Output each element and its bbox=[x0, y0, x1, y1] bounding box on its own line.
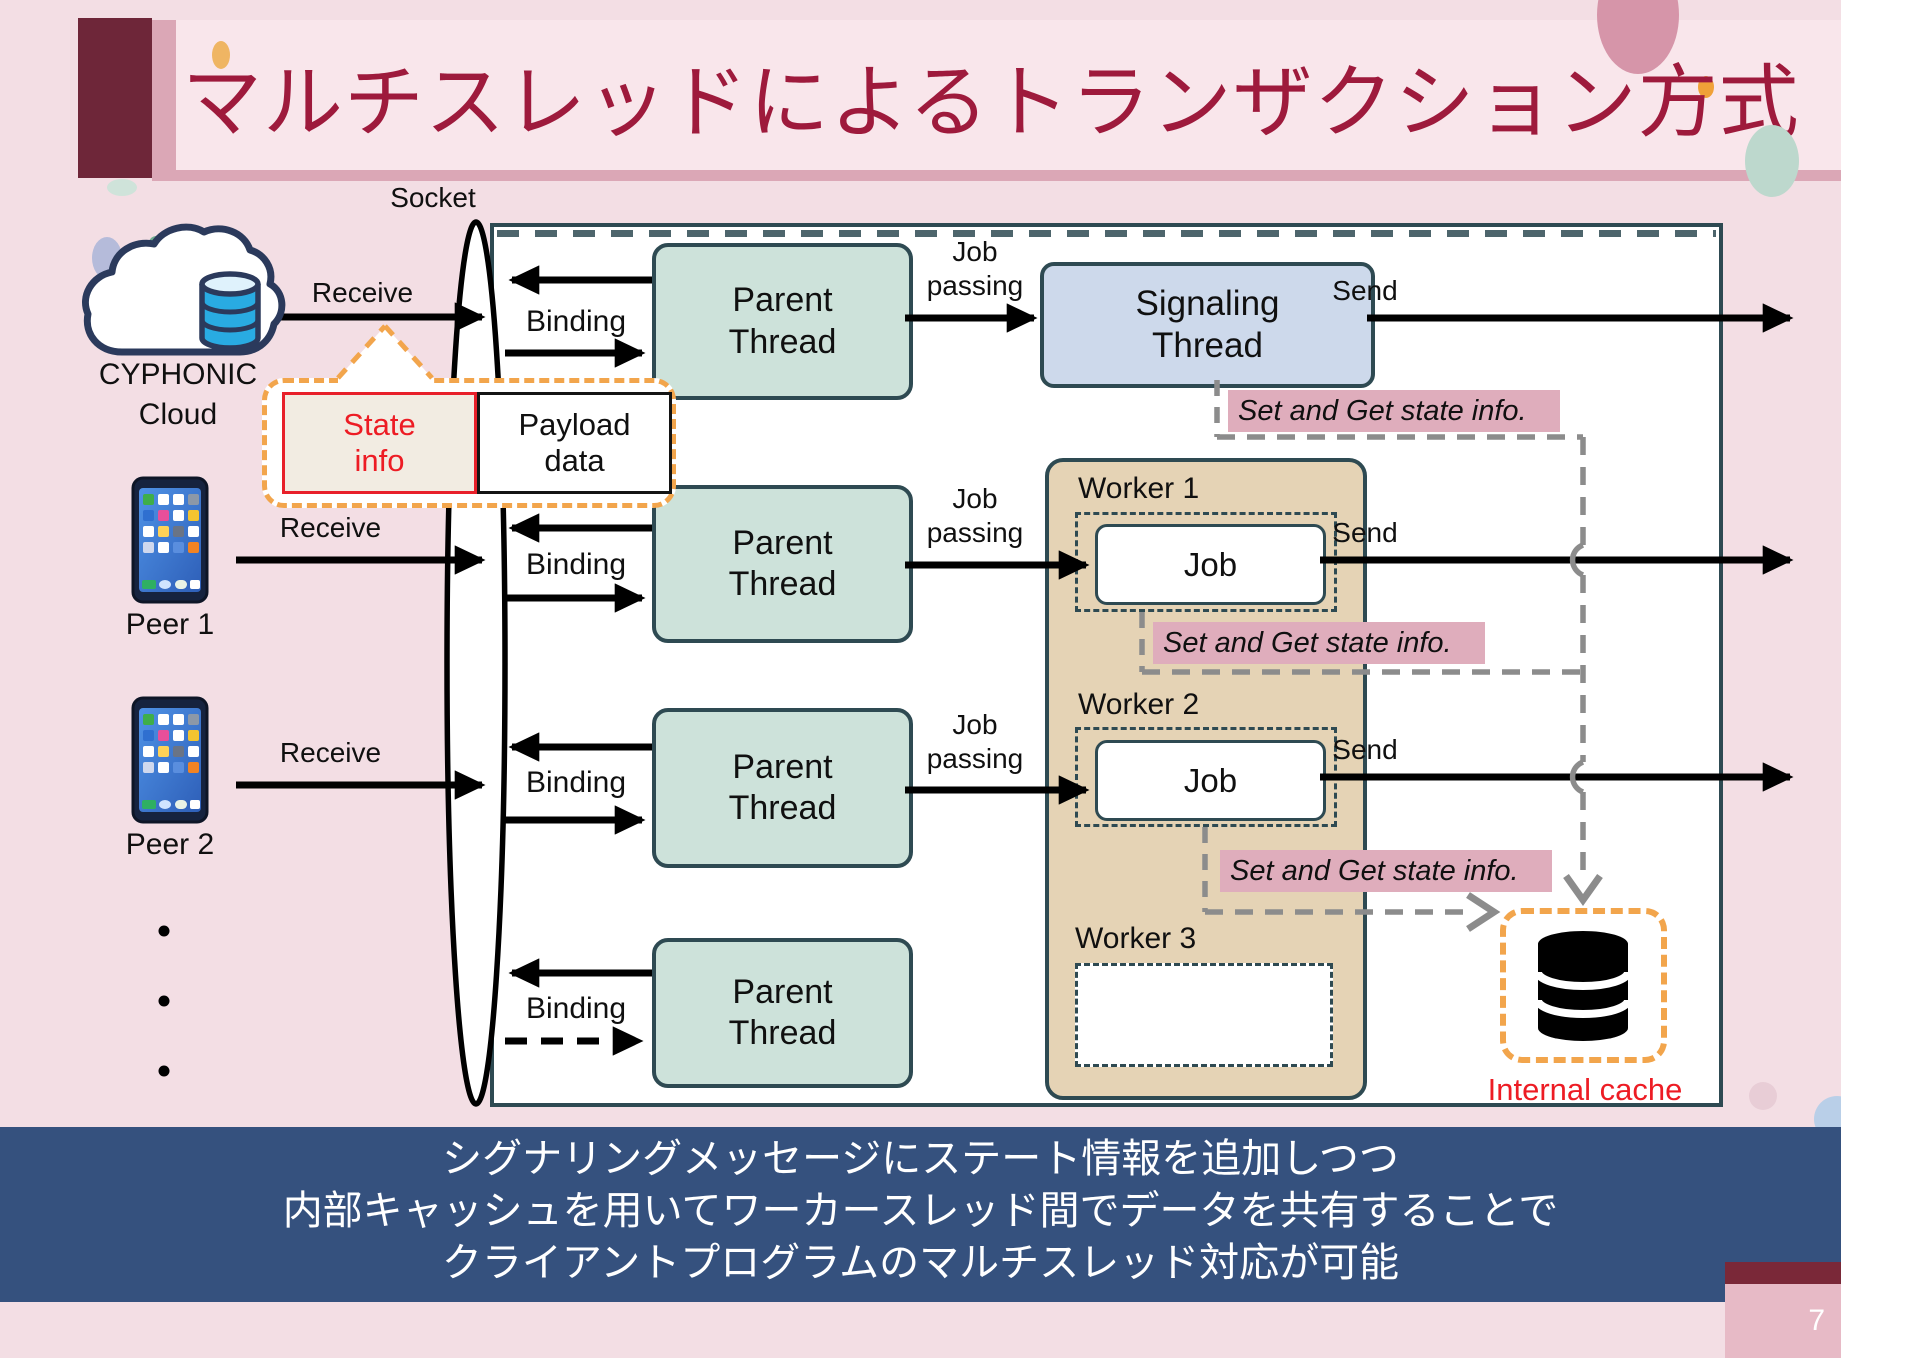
job-passing-3-line2: passing bbox=[926, 743, 1024, 774]
state-note-3: Set and Get state info. bbox=[1220, 850, 1552, 892]
send-label-3: Send bbox=[1332, 734, 1398, 765]
state-info-line1: State bbox=[343, 407, 416, 443]
job-passing-2-line2: passing bbox=[926, 517, 1024, 548]
receive-label-3: Receive bbox=[279, 737, 382, 768]
signaling-thread-line2: Thread bbox=[1152, 326, 1263, 365]
decor-green-dot bbox=[148, 236, 164, 256]
parent-thread-2-line2: Thread bbox=[728, 565, 837, 603]
cloud-database-icon bbox=[199, 271, 261, 351]
parent-thread-3-line1: Parent bbox=[732, 747, 833, 786]
smartphone-icon-peer2 bbox=[131, 696, 209, 824]
parent-thread-4-line1: Parent bbox=[732, 972, 833, 1011]
signaling-thread: Signaling Thread bbox=[1040, 262, 1375, 388]
more-peers-ellipsis bbox=[158, 925, 170, 1077]
state-info-line2: info bbox=[354, 443, 405, 478]
parent-thread-4: Parent Thread bbox=[652, 938, 913, 1088]
title-background bbox=[176, 20, 1841, 170]
receive-label-1: Receive bbox=[311, 277, 414, 308]
parent-thread-1-line2: Thread bbox=[728, 322, 837, 361]
slide-title: マルチスレッドによるトランザクション方式 bbox=[182, 58, 1800, 147]
diagram-top-dash-decor bbox=[497, 230, 1716, 237]
worker-3-label: Worker 3 bbox=[1075, 922, 1197, 955]
job-passing-1-line2: passing bbox=[926, 270, 1024, 301]
binding-label-1: Binding bbox=[525, 305, 627, 338]
parent-thread-2: Parent Thread bbox=[652, 485, 913, 643]
binding-label-4: Binding bbox=[525, 992, 627, 1025]
worker-3-job-slot bbox=[1075, 963, 1333, 1067]
job-passing-label-2: Job passing bbox=[905, 482, 1045, 550]
title-shadow-strip bbox=[152, 20, 176, 181]
letterbox-right bbox=[1841, 0, 1920, 1358]
job-passing-label-1: Job passing bbox=[905, 235, 1045, 303]
payload-data-cell: Payload data bbox=[477, 392, 672, 494]
decor-pale-teal bbox=[107, 179, 137, 196]
binding-label-3: Binding bbox=[525, 766, 627, 799]
worker-1-label: Worker 1 bbox=[1078, 472, 1200, 505]
worker-2-job-text: Job bbox=[1183, 761, 1238, 799]
callout-pointer bbox=[336, 324, 434, 386]
parent-thread-1-line1: Parent bbox=[732, 281, 833, 320]
worker-1-job-box: Job bbox=[1095, 524, 1326, 605]
peer-2-label: Peer 2 bbox=[125, 828, 215, 861]
peer-1-label: Peer 1 bbox=[125, 608, 215, 641]
internal-cache-label: Internal cache bbox=[1487, 1072, 1683, 1107]
send-label-2: Send bbox=[1332, 517, 1398, 548]
receive-label-2: Receive bbox=[279, 512, 382, 543]
job-passing-3-line1: Job bbox=[952, 709, 998, 740]
signaling-thread-line1: Signaling bbox=[1135, 284, 1280, 323]
smartphone-icon-peer1 bbox=[131, 476, 209, 604]
summary-line-1: シグナリングメッセージにステート情報を追加しつつ bbox=[442, 1137, 1399, 1181]
socket-label: Socket bbox=[390, 182, 476, 213]
state-note-2: Set and Get state info. bbox=[1153, 622, 1485, 664]
cloud-name-line2: Cloud bbox=[138, 398, 218, 431]
parent-thread-3: Parent Thread bbox=[652, 708, 913, 868]
title-underline-band bbox=[152, 170, 1841, 181]
decor-orange-dot-right bbox=[1698, 76, 1714, 98]
worker-2-label: Worker 2 bbox=[1078, 688, 1200, 721]
internal-cache-box bbox=[1500, 908, 1667, 1063]
parent-thread-4-line2: Thread bbox=[728, 1014, 837, 1052]
summary-line-2: 内部キャッシュを用いてワーカースレッド間でデータを共有することで bbox=[282, 1189, 1559, 1233]
parent-thread-1: Parent Thread bbox=[652, 243, 913, 400]
send-label-1: Send bbox=[1332, 275, 1398, 306]
payload-data-line1: Payload bbox=[518, 407, 631, 443]
job-passing-2-line1: Job bbox=[952, 483, 998, 514]
job-passing-1-line1: Job bbox=[952, 236, 998, 267]
payload-data-line2: data bbox=[544, 443, 605, 478]
page-number: 7 bbox=[1725, 1284, 1841, 1358]
job-passing-label-3: Job passing bbox=[905, 708, 1045, 776]
parent-thread-2-line1: Parent bbox=[732, 523, 833, 562]
parent-thread-3-line2: Thread bbox=[728, 789, 837, 827]
title-accent-block bbox=[78, 18, 152, 178]
message-structure-callout: State info Payload data bbox=[262, 378, 676, 508]
worker-2-job-box: Job bbox=[1095, 740, 1326, 821]
binding-label-2: Binding bbox=[525, 548, 627, 581]
summary-banner: シグナリングメッセージにステート情報を追加しつつ 内部キャッシュを用いてワーカー… bbox=[0, 1127, 1841, 1302]
state-info-cell: State info bbox=[282, 392, 477, 494]
decor-lavender bbox=[92, 237, 122, 279]
page-number-bar bbox=[1725, 1262, 1841, 1284]
decor-orange-dot-left bbox=[212, 41, 230, 69]
summary-line-3: クライアントプログラムのマルチスレッド対応が可能 bbox=[441, 1241, 1400, 1285]
cloud-name-line1: CYPHONIC bbox=[98, 358, 258, 391]
worker-1-job-text: Job bbox=[1183, 545, 1238, 583]
decor-faint-pink-dot bbox=[1749, 1082, 1777, 1110]
decor-teal-ellipse bbox=[1745, 125, 1799, 197]
state-note-1: Set and Get state info. bbox=[1228, 390, 1560, 432]
